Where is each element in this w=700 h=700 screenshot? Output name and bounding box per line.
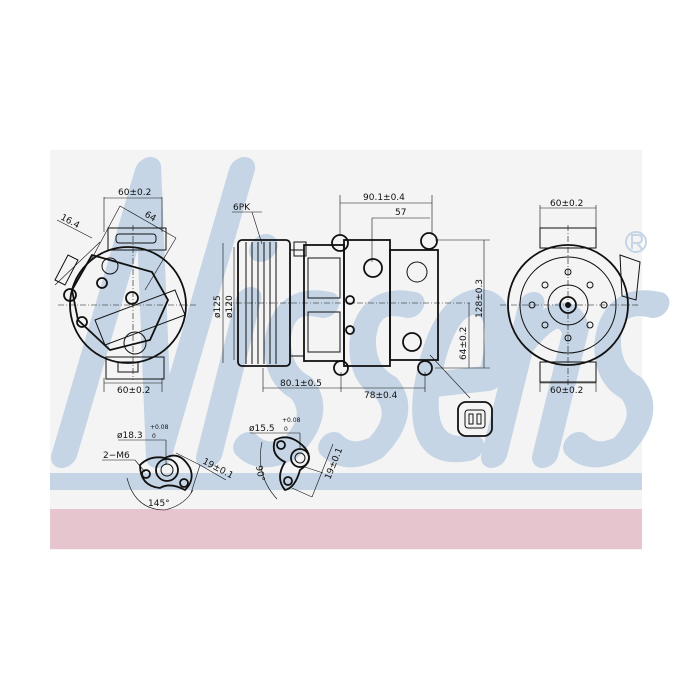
dim-port-offset: 78±0.4 <box>364 391 398 401</box>
dim-fitting2-angle: 90° <box>253 465 266 482</box>
dim-fitting2-tol-minus: 0 <box>284 426 288 433</box>
registered-mark-icon <box>625 231 647 253</box>
nissens-watermark-logo <box>50 157 670 468</box>
dim-left-bottom-width: 60±0.2 <box>117 386 150 396</box>
dim-pulley-inner: ø120 <box>225 295 235 318</box>
dim-length-top: 90.1±0.4 <box>363 193 405 203</box>
dim-height: 128±0.3 <box>475 279 485 318</box>
right-end-view: 60±0.2 60±0.2 <box>500 199 641 396</box>
dim-pulley-offset: 80.1±0.5 <box>280 379 322 389</box>
dim-fitting1-tol-minus: 0 <box>152 433 156 440</box>
dim-belt-type: 6PK <box>233 203 251 213</box>
dim-length-mid: 57 <box>395 208 406 218</box>
dim-fitting1-tol-plus: +0.08 <box>150 424 169 431</box>
blue-band <box>50 473 642 490</box>
dim-fitting1-angle: 145° <box>148 499 170 509</box>
dim-fitting2-tol-plus: +0.08 <box>282 417 301 424</box>
dim-left-top-width: 60±0.2 <box>118 188 151 198</box>
dim-pulley-outer: ø125 <box>213 295 223 318</box>
dim-fitting1-bore: ø18.3 <box>117 431 143 441</box>
dim-right-top-width: 60±0.2 <box>550 199 583 209</box>
connector-detail <box>457 401 493 437</box>
pink-band <box>50 509 642 549</box>
dim-fitting2-bore: ø15.5 <box>249 424 275 434</box>
side-view: 6PK ø125 ø120 90.1±0.4 57 128±0.3 64±0.2… <box>213 193 490 401</box>
dim-right-bottom-width: 60±0.2 <box>550 386 583 396</box>
dim-port-height: 64±0.2 <box>459 327 469 360</box>
dim-fitting1-thread: 2−M6 <box>103 451 130 461</box>
left-end-view: 60±0.2 64 16.4 60±0.2 <box>54 188 198 396</box>
